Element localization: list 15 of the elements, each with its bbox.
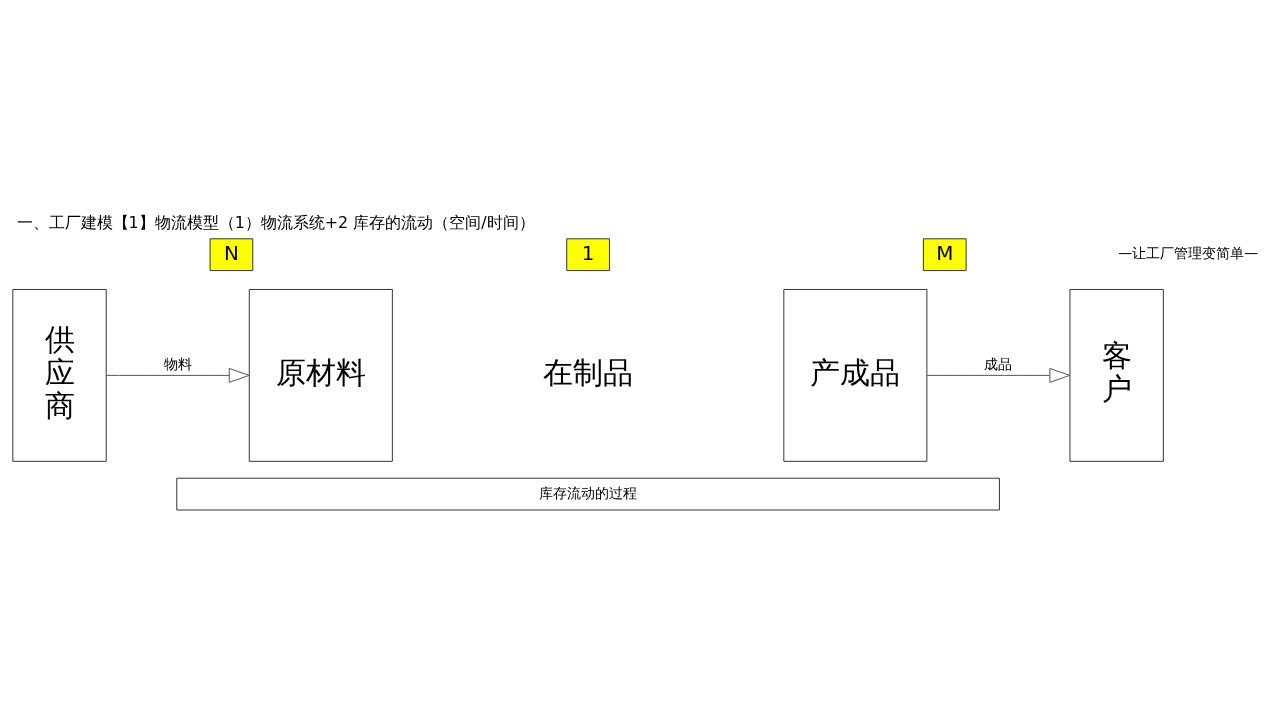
edge-label: 物料 [163,355,192,372]
label: —让工厂管理变简单— [1118,244,1259,261]
node-box: 供应商 [12,288,107,462]
edge-label: 成品 [984,355,1013,372]
node-box: 1 [566,237,610,271]
arrow [105,367,250,383]
label: 在制品 [543,354,634,390]
node-box: 库存流动的过程 [176,477,1000,511]
node-box: 客户 [1069,288,1164,462]
diagram-title: 一、工厂建模【1】物流模型（1）物流系统+2 库存的流动（空间/时间） [16,212,535,232]
node-box: 产成品 [783,288,928,462]
node-box: 原材料 [248,288,393,462]
node-box: M [922,237,967,271]
node-box: N [209,237,254,271]
arrow [926,367,1071,383]
